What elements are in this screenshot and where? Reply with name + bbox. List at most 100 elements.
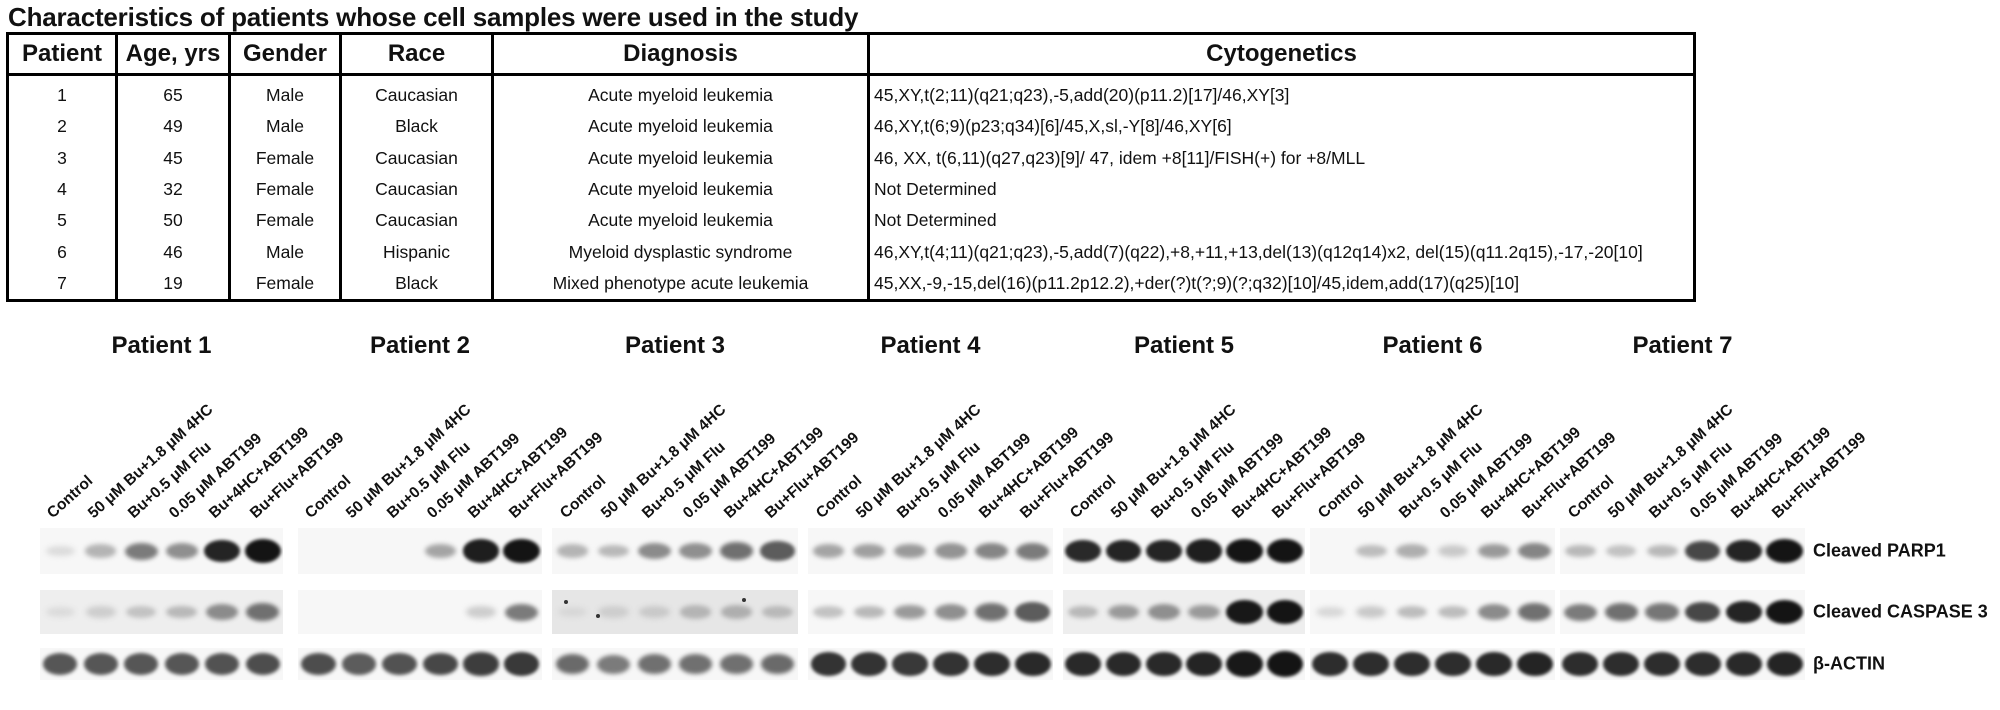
header-patient: Patient — [6, 32, 118, 76]
blot-band — [204, 539, 241, 563]
blot-panel — [1063, 648, 1305, 680]
blot-band — [1603, 651, 1640, 677]
blot-band — [1684, 651, 1721, 677]
cell-race: Caucasian — [339, 74, 494, 112]
blot-row-label: Cleaved CASPASE 3 — [1813, 601, 1988, 622]
cell-diagnosis: Acute myeloid leukemia — [491, 74, 870, 112]
blot-band — [934, 543, 967, 559]
blot-band — [679, 605, 712, 619]
table-row: 3 45 Female Caucasian Acute myeloid leuk… — [6, 142, 1696, 174]
blot-band — [1516, 651, 1553, 677]
blot-band — [1147, 604, 1180, 620]
cell-gender: Male — [228, 111, 342, 143]
blot-band — [245, 652, 280, 676]
blot-band — [382, 653, 417, 675]
cell-gender: Male — [228, 74, 342, 112]
table-row: 1 65 Male Caucasian Acute myeloid leukem… — [6, 74, 1696, 112]
cell-age: 45 — [115, 142, 231, 174]
blot-band — [894, 604, 927, 620]
blot-band — [1353, 651, 1390, 677]
blot-band — [1437, 545, 1469, 557]
blot-band — [45, 606, 75, 618]
blot-band — [1356, 606, 1387, 618]
blot-row-label: Cleaved PARP1 — [1813, 540, 1946, 561]
cell-age: 19 — [115, 267, 231, 301]
blot-band — [124, 542, 158, 560]
blot-band — [465, 606, 496, 618]
blot-band — [892, 652, 928, 676]
blot-band — [43, 653, 78, 675]
patient-title: Patient 5 — [1133, 332, 1235, 359]
cell-cytogenetics: Not Determined — [867, 173, 1696, 206]
cell-race: Black — [339, 111, 494, 143]
cell-age: 49 — [115, 111, 231, 143]
blot-band — [1226, 651, 1263, 677]
cell-race: Caucasian — [339, 142, 494, 174]
blot-band — [1766, 539, 1803, 563]
blot-band — [1105, 651, 1142, 677]
blot-band — [463, 652, 499, 676]
blot-band — [1475, 651, 1512, 677]
blot-band — [1014, 651, 1051, 677]
blot-band — [813, 605, 844, 619]
blot-band — [1604, 603, 1638, 621]
blot-panel — [552, 528, 798, 574]
blot-band — [166, 605, 198, 619]
blot-panel — [298, 590, 542, 634]
patient-title: Patient 3 — [624, 332, 726, 359]
cell-race: Caucasian — [339, 205, 494, 237]
blot-panel — [40, 590, 283, 634]
cell-gender: Male — [228, 236, 342, 268]
blot-band — [126, 605, 157, 619]
blot-band — [1186, 651, 1223, 677]
blot-band — [1766, 600, 1803, 624]
blot-band — [1562, 651, 1599, 677]
blot-band — [975, 542, 1009, 560]
blot-panel — [298, 528, 542, 574]
blot-band — [1477, 604, 1510, 620]
blot-band — [1315, 606, 1346, 618]
blot-panel — [1560, 528, 1805, 574]
cell-diagnosis: Acute myeloid leukemia — [491, 142, 870, 174]
blot-band — [1645, 603, 1679, 621]
cell-gender: Female — [228, 205, 342, 237]
cell-patient: 3 — [6, 142, 118, 174]
header-age: Age, yrs — [115, 32, 231, 76]
cell-cytogenetics: 46,XY,t(6;9)(p23;q34)[6]/45,X,sl,-Y[8]/4… — [867, 111, 1696, 143]
table-caption: Characteristics of patients whose cell s… — [8, 2, 859, 32]
blot-band — [1065, 651, 1101, 677]
blot-band — [934, 604, 968, 620]
blot-panel — [1310, 590, 1555, 634]
cell-gender: Female — [228, 142, 342, 174]
cell-diagnosis: Acute myeloid leukemia — [491, 205, 870, 237]
cell-cytogenetics: 46,XY,t(4;11)(q21;q23),-5,add(7)(q22),+8… — [867, 236, 1696, 268]
table-row: 2 49 Male Black Acute myeloid leukemia 4… — [6, 111, 1696, 143]
blot-band — [1312, 651, 1349, 677]
blot-band — [933, 652, 969, 676]
blot-band — [1266, 651, 1303, 677]
header-gender: Gender — [228, 32, 342, 76]
blot-panel — [808, 528, 1053, 574]
blot-band — [1646, 544, 1678, 558]
blot-band — [206, 604, 239, 620]
blot-band — [301, 652, 336, 676]
blot-band — [1266, 600, 1303, 624]
blot-band — [1518, 542, 1551, 560]
blot-band — [424, 543, 457, 559]
blot-band — [85, 544, 117, 558]
blot-band — [1477, 543, 1510, 559]
header-diagnosis: Diagnosis — [491, 32, 870, 76]
blot-band — [503, 539, 540, 563]
blot-speck — [742, 598, 746, 602]
blot-panel — [808, 648, 1053, 680]
blot-band — [1725, 651, 1762, 677]
blot-row-label: β-ACTIN — [1813, 653, 1885, 674]
table-header-row: Patient Age, yrs Gender Race Diagnosis C… — [6, 32, 1696, 76]
cell-diagnosis: Acute myeloid leukemia — [491, 173, 870, 206]
table-row: 7 19 Female Black Mixed phenotype acute … — [6, 267, 1696, 301]
blot-band — [810, 652, 847, 676]
cell-patient: 5 — [6, 205, 118, 237]
blot-band — [165, 543, 198, 559]
blot-band — [555, 653, 590, 675]
